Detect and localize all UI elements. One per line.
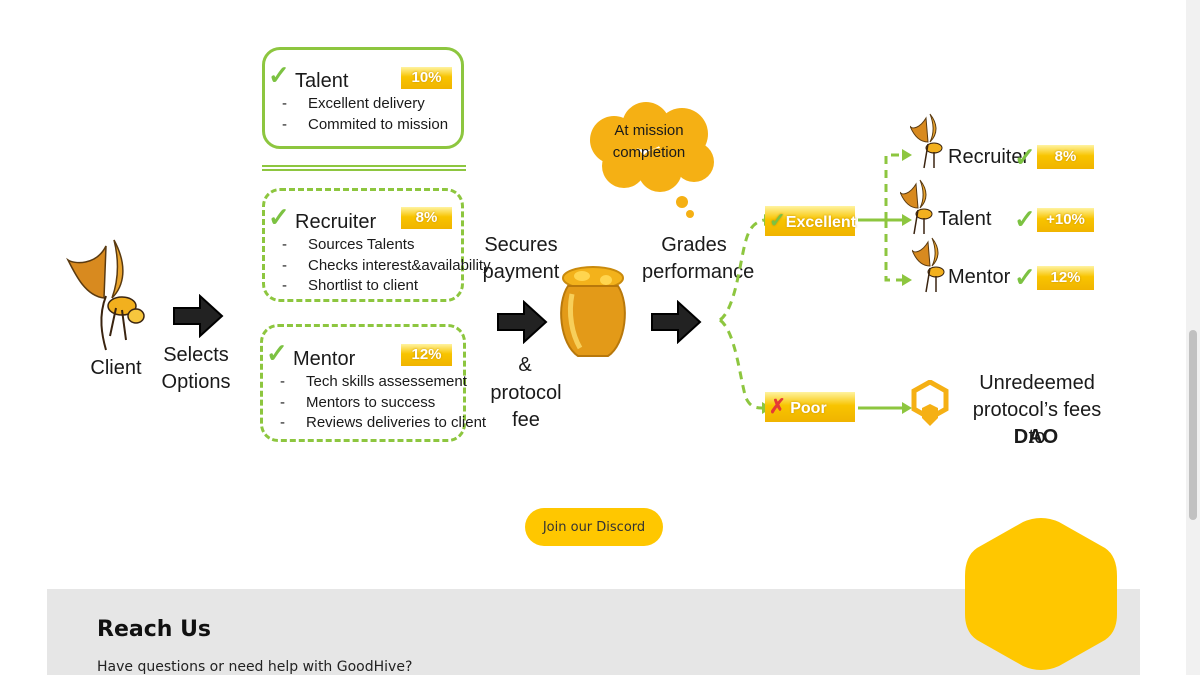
outcome-badge: 8%: [1037, 145, 1094, 169]
dao-text: DAO: [1013, 426, 1059, 448]
thought-cloud-icon: [590, 102, 714, 218]
honey-pot-icon: [560, 266, 626, 357]
unredeemed-text: Unredeemed protocol’s fees to: [972, 372, 1102, 448]
ampersand-label: &: [518, 354, 532, 376]
outcome-badge: +10%: [1037, 208, 1094, 232]
cloud-text: At mission completion: [612, 122, 686, 161]
check-icon: ✓: [1014, 142, 1036, 172]
talent-option-box: [262, 47, 464, 149]
talent-badge: 10%: [401, 67, 452, 89]
hexagon-decoration: [965, 518, 1117, 670]
reach-us-title: Reach Us: [97, 617, 212, 642]
mentor-item: -Tech skills assessement: [280, 373, 467, 390]
divider: [262, 165, 466, 167]
check-icon: ✓: [268, 202, 290, 232]
check-icon: ✓: [266, 338, 288, 368]
outcome-role: Mentor: [948, 266, 1011, 288]
check-icon: ✓: [1014, 262, 1036, 292]
selects-options-label: Selects Options: [161, 344, 231, 393]
excellent-badge: ✓Excellent: [765, 206, 856, 236]
recruiter-box-title: Recruiter: [295, 211, 377, 233]
scrollbar-thumb[interactable]: [1189, 330, 1197, 520]
talent-item: -Commited to mission: [282, 116, 449, 133]
page-scrollbar[interactable]: [1186, 0, 1200, 675]
arrow-right-icon: [497, 300, 548, 344]
client-label: Client: [90, 357, 142, 379]
client-bee-icon: [66, 239, 145, 351]
recruiter-badge: 8%: [401, 207, 452, 229]
outcome-role: Recruiter: [948, 146, 1030, 168]
reach-us-section: Reach Us Have questions or need help wit…: [47, 589, 1140, 675]
check-icon: ✓: [769, 210, 786, 232]
secures-payment-label: Secures payment: [482, 234, 560, 283]
reach-us-subtitle: Have questions or need help with GoodHiv…: [97, 659, 413, 675]
arrow-right-icon: [173, 294, 224, 338]
honeycomb-icon: [911, 380, 949, 426]
protocol-fee-label: protocol fee: [490, 382, 562, 431]
grades-performance-label: Grades performance: [642, 234, 755, 283]
talent-item: -Excellent delivery: [282, 95, 425, 112]
outcome-role: Talent: [938, 208, 992, 230]
mentor-badge: 12%: [401, 344, 452, 366]
mentor-bee-icon: [912, 237, 945, 293]
outcome-badge: 12%: [1037, 266, 1094, 290]
talent-bee-icon: [900, 179, 933, 235]
check-icon: ✓: [1014, 204, 1036, 234]
divider: [262, 169, 466, 171]
poor-badge: ✗ Poor: [765, 392, 855, 422]
recruiter-item: -Sources Talents: [282, 236, 415, 253]
mentor-item: -Reviews deliveries to client: [280, 414, 487, 431]
join-discord-button[interactable]: Join our Discord: [525, 508, 663, 546]
mentor-option-box: [260, 324, 466, 442]
cross-icon: ✗: [769, 396, 786, 418]
recruiter-item: -Shortlist to client: [282, 277, 419, 294]
check-icon: ✓: [268, 60, 290, 90]
recruiter-bee-icon: [910, 113, 943, 169]
recruiter-option-box: [262, 188, 464, 302]
mentor-box-title: Mentor: [293, 348, 356, 370]
talent-box-title: Talent: [295, 70, 349, 92]
mentor-item: -Mentors to success: [280, 394, 436, 411]
arrow-right-icon: [651, 300, 702, 344]
recruiter-item: -Checks interest&availability: [282, 257, 491, 274]
